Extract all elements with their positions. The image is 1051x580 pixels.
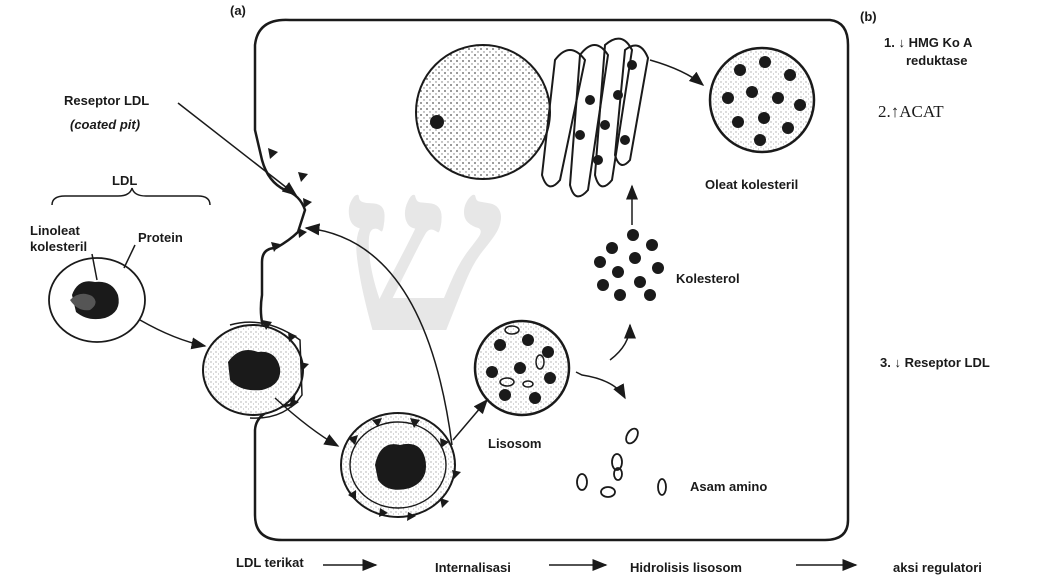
- ldl-label: LDL: [112, 174, 137, 188]
- regulatory-item-1-cont: reduktase: [906, 54, 967, 68]
- kolesterol-cluster: [594, 229, 664, 301]
- kolesterol-label: Kolesterol: [676, 272, 740, 286]
- panel-b-label: (b): [860, 10, 877, 24]
- regulatory-item-1: 1. ↓ HMG Ko A: [884, 36, 972, 50]
- step-internalisasi: Internalisasi: [435, 561, 511, 575]
- coated-pit-label: (coated pit): [70, 118, 140, 132]
- oleat-kolesteril-label: Oleat kolesteril: [705, 178, 798, 192]
- kolesteril-label: kolesteril: [30, 240, 87, 254]
- step-aksi-regulatori: aksi regulatori: [893, 561, 982, 575]
- protein-label: Protein: [138, 231, 183, 245]
- membrane-receptors: [268, 148, 312, 252]
- nucleus: [416, 45, 550, 179]
- step-ldl-terikat: LDL terikat: [236, 556, 304, 570]
- panel-a-label: (a): [230, 4, 246, 18]
- step-hidrolisis-lisosom: Hidrolisis lisosom: [630, 561, 742, 575]
- receptor-ldl-label: Reseptor LDL: [64, 94, 149, 108]
- linoleat-label: Linoleat: [30, 224, 80, 238]
- regulatory-item-2: 2.↑ACAT: [878, 103, 944, 122]
- asam-amino-label: Asam amino: [690, 480, 767, 494]
- amino-acids: [577, 427, 666, 497]
- regulatory-item-3: 3. ↓ Reseptor LDL: [880, 356, 990, 370]
- lisosom-label: Lisosom: [488, 437, 541, 451]
